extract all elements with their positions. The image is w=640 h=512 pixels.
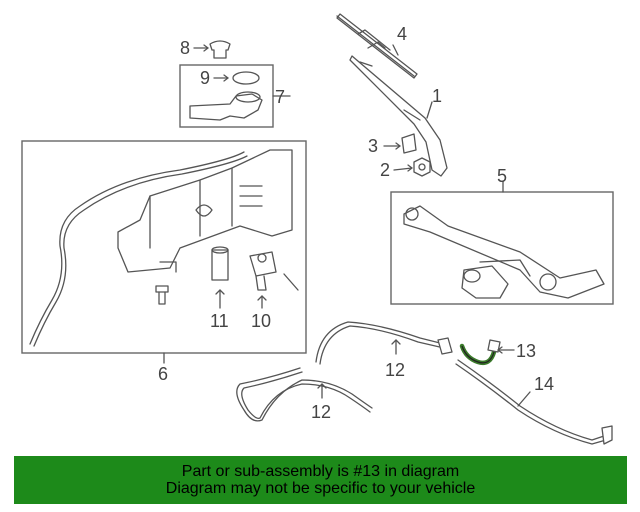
- washer-hose-part-12-lower[interactable]: [236, 367, 373, 422]
- callout-12-upper: 12: [385, 360, 405, 380]
- washer-tank[interactable]: [117, 149, 293, 273]
- callout-2: 2: [380, 160, 390, 180]
- wiper-blade-part-4[interactable]: [336, 13, 418, 79]
- arm-cap-part-3[interactable]: [383, 133, 417, 154]
- washer-hose-part-12-upper[interactable]: [315, 321, 453, 365]
- callout-4: 4: [397, 24, 407, 44]
- leader-14: [517, 391, 531, 407]
- callout-8: 8: [180, 38, 190, 58]
- leader-4: [392, 44, 399, 56]
- callout-1: 1: [432, 86, 442, 106]
- bolt[interactable]: [155, 285, 169, 305]
- parts-diagram: 1 2 3 4 5 6 7 8 9 10 11 12 12 13 14: [21, 13, 614, 445]
- callout-13: 13: [516, 341, 536, 361]
- banner-line-2: Diagram may not be specific to your vehi…: [165, 480, 476, 497]
- wiper-linkage-part-5[interactable]: [403, 205, 605, 299]
- cap-part-8[interactable]: [193, 40, 231, 59]
- arrow-13: [497, 346, 503, 354]
- washer-tank-hose[interactable]: [29, 151, 248, 347]
- callout-3: 3: [368, 136, 378, 156]
- washer-motor-part-10[interactable]: [249, 251, 299, 309]
- callout-9: 9: [200, 68, 210, 88]
- banner-line-1: Part or sub-assembly is #13 in diagram: [181, 463, 460, 480]
- callout-5: 5: [497, 166, 507, 186]
- callout-14: 14: [534, 374, 554, 394]
- callout-12-lower: 12: [311, 402, 331, 422]
- arrow-12b: [317, 383, 327, 389]
- callout-10: 10: [251, 311, 271, 331]
- arrow-12a: [391, 339, 401, 345]
- washer-filler-part-9[interactable]: [189, 71, 263, 121]
- washer-pump-part-11[interactable]: [211, 246, 229, 309]
- info-banner: Part or sub-assembly is #13 in diagram D…: [14, 456, 627, 504]
- washer-hose-part-14[interactable]: [455, 359, 613, 445]
- callout-11: 11: [210, 311, 229, 331]
- callout-7: 7: [275, 87, 285, 107]
- arm-nut-part-2[interactable]: [393, 157, 431, 177]
- box-part-5: [390, 191, 614, 305]
- wiper-arm-part-1[interactable]: [349, 55, 448, 177]
- washer-hose-part-13-highlighted[interactable]: [459, 339, 501, 366]
- callout-6: 6: [158, 364, 168, 384]
- leader-1: [426, 101, 433, 119]
